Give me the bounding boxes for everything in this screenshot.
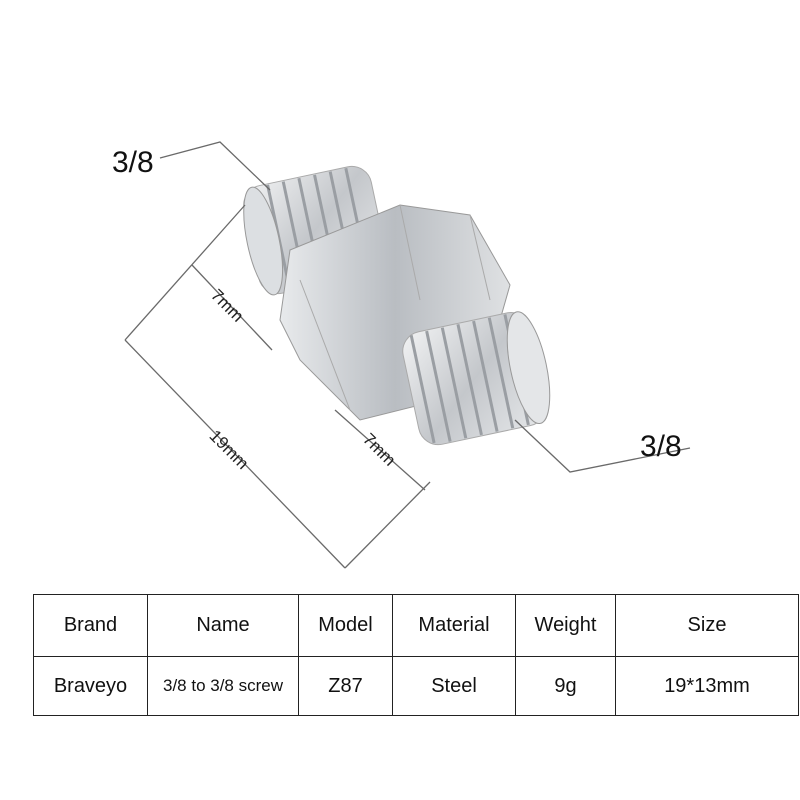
thread-size-label-top: 3/8 — [112, 146, 154, 179]
dimension-lines — [124, 141, 691, 569]
header-weight: Weight — [515, 594, 616, 657]
header-brand: Brand — [33, 594, 148, 657]
spec-table-header-row: Brand Name Model Material Weight Size — [33, 594, 799, 657]
header-size: Size — [615, 594, 799, 657]
header-name: Name — [147, 594, 299, 657]
value-name: 3/8 to 3/8 screw — [147, 656, 299, 716]
header-material: Material — [392, 594, 516, 657]
value-size: 19*13mm — [615, 656, 799, 716]
thread-size-label-bottom: 3/8 — [640, 430, 682, 463]
value-model: Z87 — [298, 656, 393, 716]
value-material: Steel — [392, 656, 516, 716]
value-weight: 9g — [515, 656, 616, 716]
value-brand: Braveyo — [33, 656, 148, 716]
screw-adapter — [243, 165, 551, 446]
spec-table-value-row: Braveyo 3/8 to 3/8 screw Z87 Steel 9g 19… — [33, 656, 799, 716]
spec-table: Brand Name Model Material Weight Size Br… — [33, 594, 799, 716]
product-illustration — [124, 141, 691, 569]
header-model: Model — [298, 594, 393, 657]
